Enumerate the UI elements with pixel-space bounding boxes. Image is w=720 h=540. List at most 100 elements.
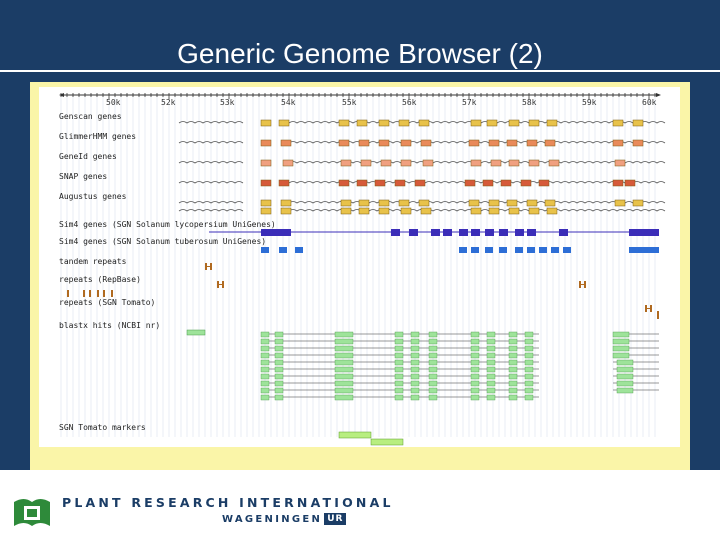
blastx-hit bbox=[428, 394, 438, 401]
sim4-lyco-exon bbox=[279, 229, 288, 236]
blastx-hit bbox=[486, 338, 496, 345]
blastx-hit bbox=[428, 345, 438, 352]
ruler-tick-label: 53k bbox=[220, 98, 235, 107]
blastx-hit bbox=[486, 394, 496, 401]
augustus-2-exon bbox=[470, 207, 482, 215]
glimmerhmm-exon bbox=[358, 139, 370, 147]
blastx-hit bbox=[524, 359, 534, 366]
ruler-right-arrow bbox=[656, 93, 661, 97]
org-name: PLANT RESEARCH INTERNATIONAL bbox=[62, 495, 394, 510]
blastx-hit bbox=[334, 359, 354, 366]
geneid-exon bbox=[528, 159, 540, 167]
snap-exon bbox=[278, 179, 290, 187]
blastx-hit bbox=[508, 380, 518, 387]
blastx-hit bbox=[470, 387, 480, 394]
augustus-exon bbox=[632, 199, 644, 207]
blastx-hit bbox=[410, 345, 420, 352]
blastx-hit bbox=[260, 331, 270, 338]
blastx-hit bbox=[428, 373, 438, 380]
blastx-hit bbox=[394, 394, 404, 401]
glimmerhmm-exon bbox=[260, 139, 272, 147]
blastx-hit bbox=[616, 387, 634, 394]
sim4-tuber-exon bbox=[563, 247, 571, 253]
blastx-hit bbox=[486, 373, 496, 380]
blastx-hit bbox=[274, 394, 284, 401]
track-label-repeats-sgn-tomato: repeats (SGN Tomato) bbox=[59, 298, 155, 307]
augustus-exon bbox=[378, 199, 390, 207]
sgn-marker bbox=[338, 431, 372, 439]
snap-exon bbox=[624, 179, 636, 187]
blastx-hit bbox=[428, 366, 438, 373]
genscan-exon bbox=[612, 119, 624, 127]
geneid-exon bbox=[508, 159, 520, 167]
snap-exon bbox=[338, 179, 350, 187]
genscan-exon bbox=[356, 119, 368, 127]
blastx-hit bbox=[410, 380, 420, 387]
blastx-hit bbox=[470, 331, 480, 338]
blastx-hit bbox=[508, 345, 518, 352]
ruler-tick-label: 50k bbox=[106, 98, 121, 107]
augustus-2-exon bbox=[528, 207, 540, 215]
geneid-exon bbox=[380, 159, 392, 167]
blastx-hit bbox=[486, 380, 496, 387]
sim4-lyco-exon bbox=[443, 229, 452, 236]
blastx-hit bbox=[410, 359, 420, 366]
blastx-hit bbox=[486, 352, 496, 359]
track-label-augustus: Augustus genes bbox=[59, 192, 127, 201]
blastx-hit bbox=[508, 387, 518, 394]
geneid-exon bbox=[360, 159, 372, 167]
blastx-hit bbox=[410, 387, 420, 394]
blastx-hit bbox=[486, 387, 496, 394]
ruler-tick-label: 56k bbox=[402, 98, 417, 107]
blastx-hit bbox=[486, 359, 496, 366]
sim4-lyco-exon bbox=[485, 229, 494, 236]
sgn-repeat bbox=[645, 308, 651, 309]
genscan-exon bbox=[338, 119, 350, 127]
repbase-repeat bbox=[103, 290, 105, 297]
sim4-lyco-exon bbox=[515, 229, 524, 236]
augustus-exon bbox=[340, 199, 352, 207]
blastx-hit bbox=[508, 338, 518, 345]
glimmerhmm-exon bbox=[400, 139, 412, 147]
footer bbox=[0, 470, 720, 540]
blastx-hit bbox=[334, 345, 354, 352]
blastx-hit bbox=[394, 387, 404, 394]
sim4-tuber-exon bbox=[551, 247, 559, 253]
repbase-repeat bbox=[111, 290, 113, 297]
blastx-hit bbox=[410, 338, 420, 345]
snap-exon bbox=[538, 179, 550, 187]
ruler-tick-label: 55k bbox=[342, 98, 357, 107]
sim4-tuber-exon bbox=[515, 247, 523, 253]
repbase-repeat bbox=[97, 290, 99, 297]
track-label-geneid: GeneId genes bbox=[59, 152, 117, 161]
blastx-hit bbox=[274, 366, 284, 373]
blastx-hit bbox=[394, 338, 404, 345]
blastx-hit bbox=[470, 380, 480, 387]
sim4-lyco-exon bbox=[459, 229, 468, 236]
glimmerhmm-exon bbox=[544, 139, 556, 147]
blastx-hit bbox=[394, 373, 404, 380]
blastx-hit bbox=[410, 373, 420, 380]
blastx-hit bbox=[260, 387, 270, 394]
blastx-hit bbox=[274, 359, 284, 366]
augustus-2-exon bbox=[488, 207, 500, 215]
augustus-2-exon bbox=[546, 207, 558, 215]
blastx-hit bbox=[410, 366, 420, 373]
genome-browser-panel[interactable]: 50k 52k 53k 54k 55k 56k 57k 58k 59k 60k … bbox=[39, 87, 680, 447]
slide-title: Generic Genome Browser (2) bbox=[177, 38, 543, 69]
blastx-hit bbox=[394, 366, 404, 373]
blastx-hit bbox=[524, 366, 534, 373]
genscan-exon bbox=[418, 119, 430, 127]
blastx-hit bbox=[260, 338, 270, 345]
genscan-exon bbox=[508, 119, 520, 127]
blastx-hit bbox=[428, 352, 438, 359]
genscan-exon bbox=[546, 119, 558, 127]
geneid-intron bbox=[178, 161, 244, 164]
geneid-exon bbox=[400, 159, 412, 167]
org-sub: WAGENINGEN UR bbox=[222, 513, 347, 525]
blastx-hit bbox=[470, 338, 480, 345]
sim4-lyco-exon bbox=[471, 229, 480, 236]
blastx-hit bbox=[334, 394, 354, 401]
augustus-exon bbox=[614, 199, 626, 207]
track-label-sim4-tuberosum: Sim4 genes (SGN Solanum tuberosum UniGen… bbox=[59, 237, 266, 246]
